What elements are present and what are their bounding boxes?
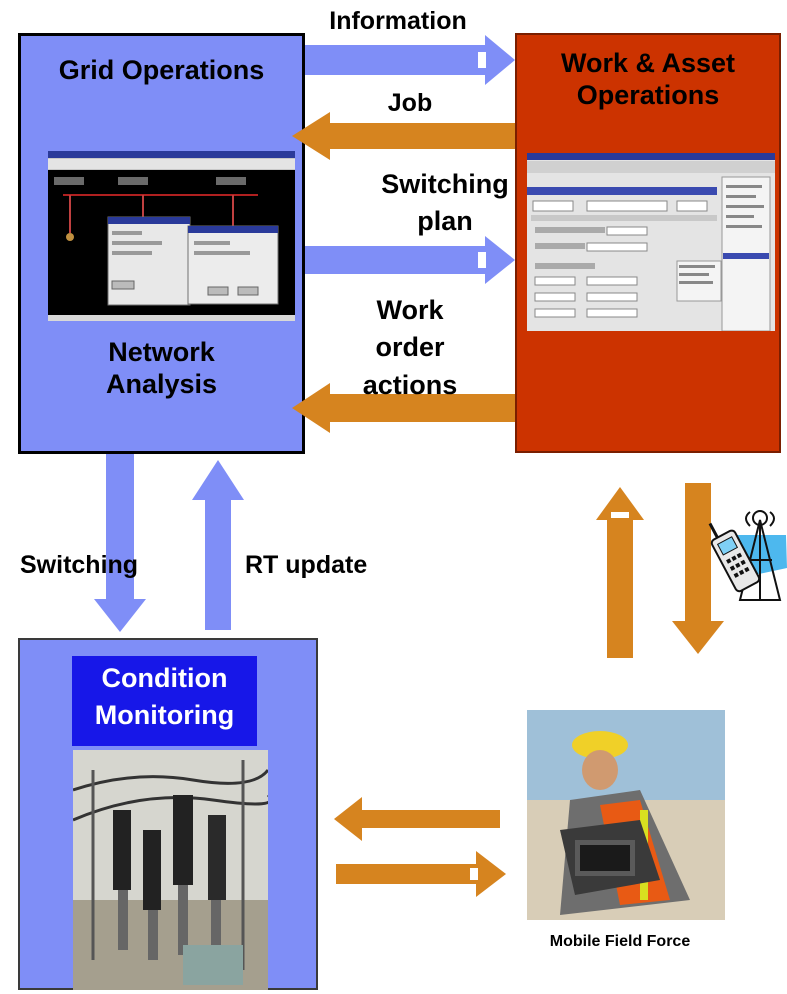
condition-monitoring-line2: Monitoring	[94, 700, 235, 731]
network-analysis-line2: Analysis	[105, 369, 218, 400]
job-label: Job	[387, 89, 433, 117]
field-worker-photo-icon	[527, 710, 725, 920]
work-asset-operations-box: Work & Asset Operations	[515, 33, 781, 453]
information-label: Information	[329, 7, 467, 35]
work-to-mobile-arrow	[672, 483, 724, 654]
network-analysis-label: Network Analysis	[21, 336, 302, 401]
rt-update-arrow	[192, 460, 244, 630]
work-order-actions-arrow	[292, 383, 515, 433]
information-arrow	[305, 35, 515, 85]
switching-plan-line2: plan	[417, 206, 473, 237]
grid-operations-box: Grid Operations Network Analysis	[18, 33, 305, 454]
mobile-field-force-label: Mobile Field Force	[549, 933, 691, 950]
job-arrow	[292, 112, 515, 160]
work-order-actions-label: Work order actions	[330, 292, 490, 404]
condition-monitoring-title: Condition Monitoring	[72, 660, 257, 735]
condition-monitoring-title-background	[72, 656, 257, 746]
network-analysis-screenshot-icon	[48, 151, 295, 321]
work-order-line2: order	[375, 332, 445, 363]
condition-monitoring-box: Condition Monitoring	[18, 638, 318, 990]
mobile-to-condition-arrow	[334, 797, 500, 841]
work-asset-operations-title: Work & Asset Operations	[517, 47, 779, 112]
condition-to-mobile-arrow	[336, 851, 506, 897]
rt-update-label: RT update	[245, 551, 368, 579]
work-asset-title-line1: Work & Asset	[560, 48, 736, 78]
substation-photo-icon	[73, 750, 268, 990]
switching-arrow	[94, 454, 146, 632]
switching-plan-line1: Switching	[381, 169, 509, 199]
mobile-to-work-arrow	[596, 487, 644, 658]
work-order-line3: actions	[362, 369, 458, 400]
work-asset-title-line2: Operations	[576, 80, 720, 111]
switching-plan-label: Switching plan	[355, 166, 535, 241]
work-order-line1: Work	[376, 295, 444, 325]
condition-monitoring-line1: Condition	[101, 663, 228, 693]
switching-label: Switching	[20, 551, 139, 579]
cellphone-tower-icon	[708, 510, 787, 601]
grid-operations-title: Grid Operations	[58, 55, 265, 85]
work-management-screenshot-icon	[527, 153, 775, 331]
network-analysis-line1: Network	[108, 337, 215, 367]
switching-plan-arrow	[305, 236, 515, 284]
